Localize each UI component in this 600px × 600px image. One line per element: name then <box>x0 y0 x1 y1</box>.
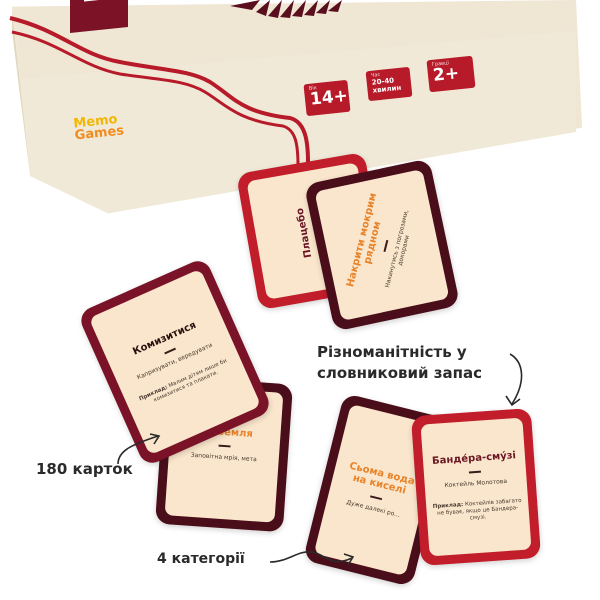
wavy-arrow-icon <box>269 551 355 566</box>
card-definition: Дуже далекі ро… <box>345 498 402 519</box>
card-definition: Заповітна мрія, мета <box>190 451 257 464</box>
variety-annotation: Різноманітність у словниковий запас <box>317 343 482 382</box>
curved-arrow-icon <box>117 433 161 465</box>
card-title: Сьома вода на киселі <box>348 460 416 497</box>
card-example-text: Коктейлів забагато не буває, якщо це Бан… <box>436 497 522 521</box>
card-definition: Накинутись з погрозами, докорами <box>383 209 411 289</box>
card-title: Бандéра-смýзі <box>431 449 517 467</box>
card-definition: Коктейль Молотова <box>444 477 508 489</box>
memo-games-logo: Memo Games <box>73 112 125 143</box>
card-count-annotation: 180 карток <box>36 460 133 478</box>
card-divider <box>370 494 383 500</box>
card-example: Приклад: Коктейлів забагато не буває, як… <box>432 497 523 524</box>
card-divider <box>383 239 389 253</box>
card-divider <box>468 470 481 473</box>
curved-arrow-icon <box>505 353 523 407</box>
card-divider <box>164 347 177 355</box>
time-badge: Час 20-40 хвилин <box>365 66 413 102</box>
categories-annotation: 4 категорії <box>157 551 245 567</box>
card-bandera: Бандéра-смýзі Коктейль Молотова Приклад:… <box>410 407 542 567</box>
age-badge: Вік 14+ <box>303 79 351 117</box>
card-title: Накрити мокрим рядном <box>345 191 384 289</box>
players-badge: Гравці 2+ <box>426 55 476 93</box>
card-divider <box>218 444 231 448</box>
wavy-stripe-decoration <box>9 16 310 167</box>
feather-ornament-icon <box>230 0 342 18</box>
card-example: Приклад: Малим дітям лише би комизитися … <box>132 355 238 413</box>
